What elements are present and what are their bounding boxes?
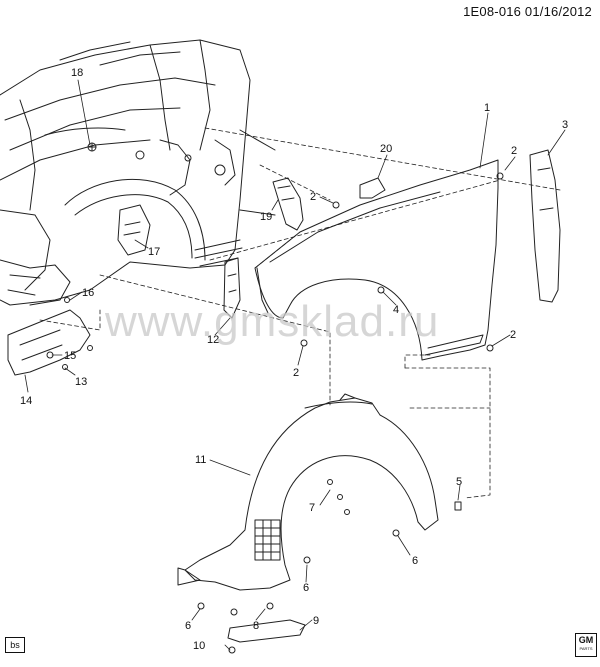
callout-8: 8	[253, 620, 259, 632]
callout-13: 13	[75, 376, 87, 388]
diagram-id: 1E08-016	[463, 4, 522, 19]
callout-2b: 2	[310, 191, 316, 203]
callout-labels: 1 2 3 20 2 19 18 17 16 15 13 14 12 2 4 2…	[20, 67, 568, 652]
watermark: www.gmsklad.ru	[105, 297, 440, 346]
corner-badge: bs	[5, 637, 25, 653]
callout-11: 11	[195, 454, 206, 466]
callout-20: 20	[380, 143, 392, 155]
fender-insulator	[529, 149, 561, 303]
callout-2d: 2	[510, 329, 516, 341]
gm-logo-subtext: PARTS	[579, 646, 593, 651]
gm-logo: GM PARTS	[575, 633, 597, 657]
callout-3: 3	[562, 119, 568, 131]
callout-10: 10	[193, 640, 205, 652]
body-structure	[0, 39, 276, 306]
callout-6b: 6	[303, 582, 309, 594]
fender-bracket	[272, 177, 304, 231]
upper-bracket	[359, 177, 386, 199]
callout-2a: 2	[511, 145, 517, 157]
callout-6c: 6	[185, 620, 191, 632]
callout-7: 7	[309, 502, 315, 514]
wheelhouse-liner	[177, 393, 439, 591]
callout-9: 9	[313, 615, 319, 627]
callout-18: 18	[71, 67, 83, 79]
front-fender	[254, 159, 499, 361]
leader-lines	[24, 79, 566, 651]
splash-shield	[7, 309, 93, 376]
callout-1: 1	[484, 102, 490, 114]
callout-5: 5	[456, 476, 462, 488]
callout-17: 17	[148, 246, 160, 258]
callout-16: 16	[82, 287, 94, 299]
callout-2c: 2	[293, 367, 299, 379]
callout-12: 12	[207, 334, 219, 346]
callout-19: 19	[260, 211, 272, 223]
gm-logo-text: GM	[578, 635, 594, 645]
callout-14: 14	[20, 395, 32, 407]
air-deflector	[227, 619, 306, 643]
diagram-header: 1E08-016 01/16/2012	[463, 4, 592, 19]
fasteners	[64, 172, 504, 654]
assembly-lines	[39, 127, 561, 499]
diagram-date: 01/16/2012	[524, 4, 592, 19]
callout-4: 4	[393, 304, 399, 316]
callout-15: 15	[64, 350, 76, 362]
callout-6a: 6	[412, 555, 418, 567]
